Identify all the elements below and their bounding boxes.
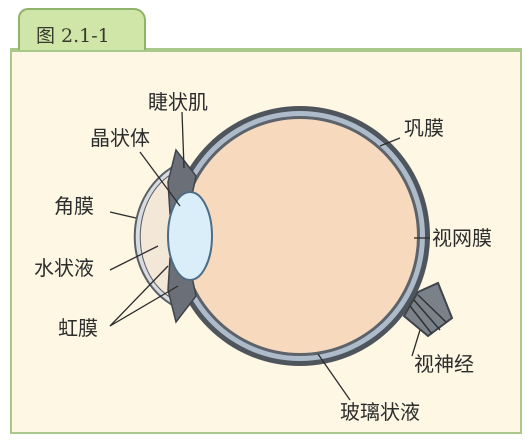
label-retina: 视网膜 [432,228,492,248]
label-ciliary-muscle: 睫状肌 [148,92,208,112]
label-optic-nerve: 视神经 [414,354,474,374]
label-aqueous-humor: 水状液 [34,258,94,278]
label-lens: 晶状体 [90,128,150,148]
leader-iris-b [110,286,178,326]
lens-shape [168,192,212,280]
vitreous-body-shape [183,119,417,353]
label-iris: 虹膜 [58,318,98,338]
label-vitreous-humor: 玻璃状液 [340,402,420,422]
label-cornea: 角膜 [54,196,94,216]
leader-cornea [110,212,136,218]
label-sclera: 巩膜 [404,118,444,138]
